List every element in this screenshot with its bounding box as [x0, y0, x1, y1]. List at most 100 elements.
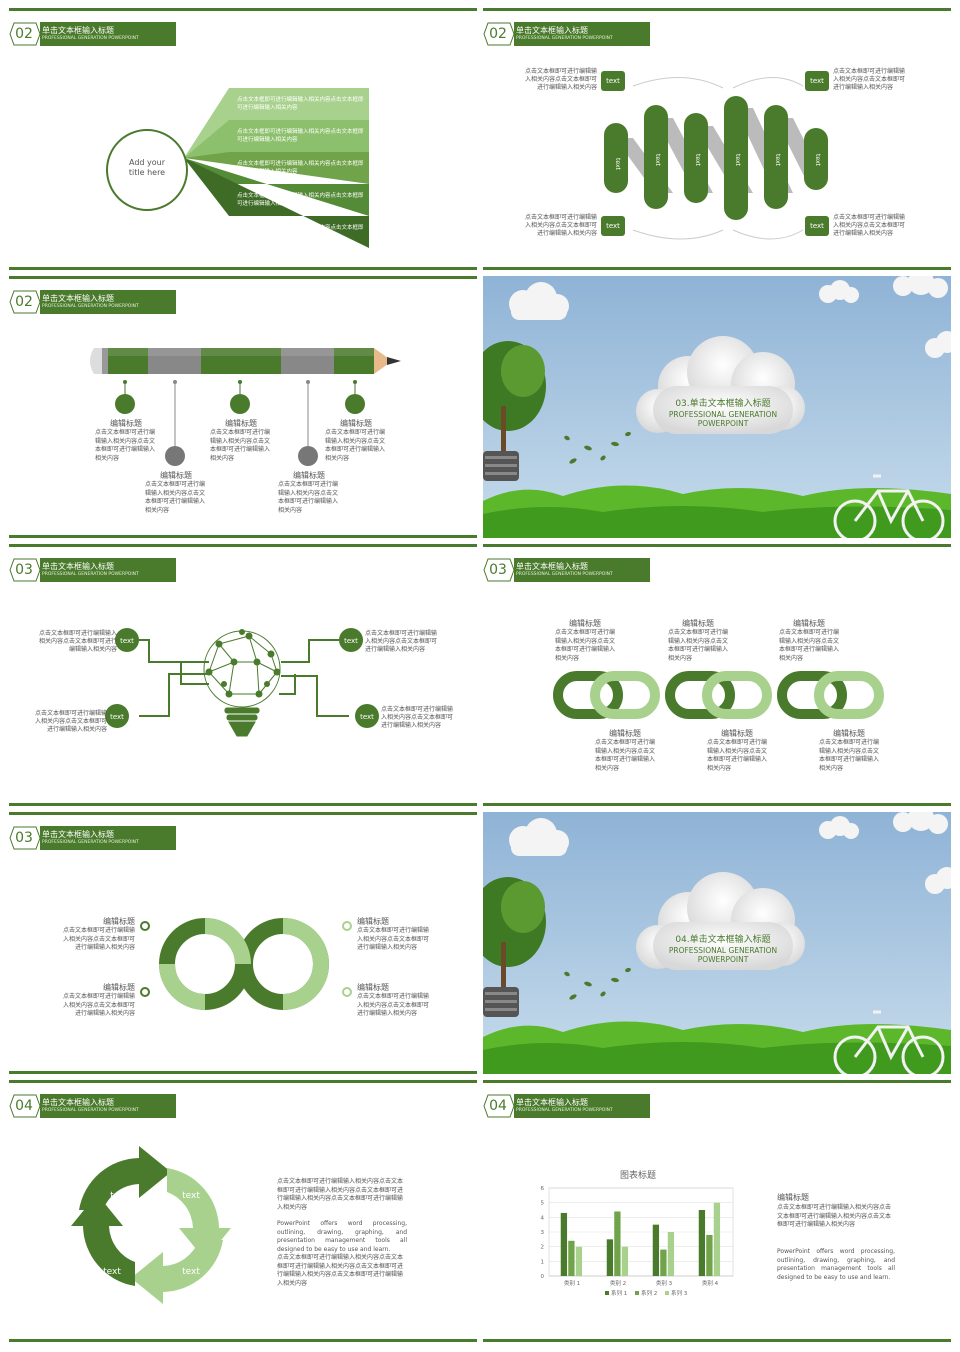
slide-header: 03 单击文本框输入标题 PROFESSIONAL GENERATION POW…	[9, 826, 179, 852]
node-label-1: text	[120, 637, 134, 645]
loop-item-3[interactable]: 编辑标题 点击文本框即可进行编辑输入相关内容点击文本框即可进行编辑输入相关内容	[357, 916, 431, 953]
body-paragraph-1[interactable]: 点击文本框即可进行编辑输入相关内容点击文本框即可进行编辑输入相关内容点击文本框即…	[277, 1178, 404, 1211]
chain-item-text: 点击文本框即可进行编辑输入相关内容点击文本框即可进行编辑输入相关内容	[779, 629, 840, 662]
bar	[660, 1249, 667, 1276]
loop-item-title: 编辑标题	[103, 983, 135, 992]
corner-text-tl[interactable]: 点击文本框即可进行编辑输入相关内容点击文本框即可进行编辑输入相关内容	[524, 68, 597, 91]
legend-swatch	[605, 1291, 609, 1295]
chain-item-6[interactable]: 编辑标题 点击文本框即可进行编辑输入相关内容点击文本框即可进行编辑输入相关内容	[819, 728, 879, 773]
section-number: 02	[15, 294, 33, 310]
side-english[interactable]: PowerPoint offers word processing, outli…	[777, 1248, 895, 1281]
bottom-rule	[483, 1339, 951, 1342]
chain-item-text: 点击文本框即可进行编辑输入相关内容点击文本框即可进行编辑输入相关内容	[668, 629, 729, 662]
side-title[interactable]: 编辑标题	[777, 1193, 809, 1202]
header-hexagon	[483, 1094, 515, 1118]
arrow-label-2: text	[182, 1191, 200, 1201]
header-title-box: 单击文本框输入标题 PROFESSIONAL GENERATION POWERP…	[40, 22, 176, 46]
y-tick-label: 3	[541, 1230, 545, 1236]
bar	[698, 1210, 706, 1276]
loop-item-1[interactable]: 编辑标题 点击文本框即可进行编辑输入相关内容点击文本框即可进行编辑输入相关内容	[61, 916, 135, 953]
header-title[interactable]: 单击文本框输入标题	[42, 1098, 114, 1107]
corner-box-bl[interactable]: text	[601, 216, 625, 236]
chain-item-2[interactable]: 编辑标题 点击文本框即可进行编辑输入相关内容点击文本框即可进行编辑输入相关内容	[668, 618, 728, 663]
loop-item-title: 编辑标题	[357, 983, 389, 992]
chain-item-1[interactable]: 编辑标题 点击文本框即可进行编辑输入相关内容点击文本框即可进行编辑输入相关内容	[555, 618, 615, 663]
arrow-label-4: text	[103, 1267, 121, 1277]
header-title[interactable]: 单击文本框输入标题	[516, 562, 588, 571]
header-title[interactable]: 单击文本框输入标题	[42, 26, 114, 35]
milestone-2[interactable]: 编辑标题 点击文本框即可进行编辑输入相关内容点击文本框即可进行编辑输入相关内容	[145, 470, 207, 515]
chain-item-5[interactable]: 编辑标题 点击文本框即可进行编辑输入相关内容点击文本框即可进行编辑输入相关内容	[707, 728, 767, 773]
title-cloud	[636, 336, 805, 434]
chain-item-4[interactable]: 编辑标题 点击文本框即可进行编辑输入相关内容点击文本框即可进行编辑输入相关内容	[595, 728, 655, 773]
milestone-3[interactable]: 编辑标题 点击文本框即可进行编辑输入相关内容点击文本框即可进行编辑输入相关内容	[210, 418, 272, 463]
funnel-row-1[interactable]: 点击文本框即可进行编辑输入相关内容点击文本框即可进行编辑输入相关内容	[237, 97, 364, 111]
corner-box-br[interactable]: text	[805, 216, 829, 236]
corner-text-tr[interactable]: 点击文本框即可进行编辑输入相关内容点击文本框即可进行编辑输入相关内容	[833, 68, 906, 91]
corner-text-bl[interactable]: 点击文本框即可进行编辑输入相关内容点击文本框即可进行编辑输入相关内容	[524, 214, 597, 237]
bar	[575, 1246, 583, 1276]
header-title-box: 单击文本框输入标题 PROFESSIONAL GENERATION POWERP…	[40, 290, 176, 314]
pencil-timeline	[90, 348, 401, 466]
loop-item-text: 点击文本框即可进行编辑输入相关内容点击文本框即可进行编辑输入相关内容	[357, 927, 430, 951]
header-hexagon	[483, 558, 515, 582]
milestone-1[interactable]: 编辑标题 点击文本框即可进行编辑输入相关内容点击文本框即可进行编辑输入相关内容	[95, 418, 157, 463]
milestone-title: 编辑标题	[225, 419, 257, 428]
bar	[560, 1212, 568, 1276]
circle-title[interactable]: Add your title here	[128, 158, 166, 177]
node-text-4[interactable]: 点击文本框即可进行编辑输入相关内容点击文本框即可进行编辑输入相关内容	[381, 706, 454, 729]
section-number: 03	[15, 830, 33, 846]
section-number: 03	[15, 562, 33, 578]
corner-box-tr[interactable]: text	[805, 71, 829, 91]
section-title[interactable]: 03.单击文本框输入标题	[675, 399, 771, 409]
bullet-dot	[140, 987, 150, 997]
body-paragraph-3[interactable]: 点击文本框即可进行编辑输入相关内容点击文本框即可进行编辑输入相关内容点击文本框即…	[277, 1254, 404, 1287]
funnel-row-3[interactable]: 点击文本框即可进行编辑输入相关内容点击文本框即可进行编辑输入相关内容	[237, 161, 364, 175]
header-title[interactable]: 单击文本框输入标题	[42, 562, 114, 571]
chart-title: 图表标题	[619, 1171, 656, 1181]
loop-item-4[interactable]: 编辑标题 点击文本框即可进行编辑输入相关内容点击文本框即可进行编辑输入相关内容	[357, 982, 431, 1019]
header-title-box: 单击文本框输入标题 PROFESSIONAL GENERATION POWERP…	[40, 1094, 176, 1118]
funnel-row-4[interactable]: 点击文本框即可进行编辑输入相关内容点击文本框即可进行编辑输入相关内容	[237, 193, 364, 207]
funnel-row-5[interactable]: 点击文本框即可进行编辑输入相关内容点击文本框即可进行编辑输入相关内容	[237, 225, 364, 239]
header-title[interactable]: 单击文本框输入标题	[516, 26, 588, 35]
header-title[interactable]: 单击文本框输入标题	[42, 830, 114, 839]
corner-label: text	[810, 222, 824, 230]
plot-frame	[548, 1187, 734, 1277]
header-title[interactable]: 单击文本框输入标题	[42, 294, 114, 303]
node-text-3[interactable]: 点击文本框即可进行编辑输入相关内容点击文本框即可进行编辑输入相关内容	[365, 630, 438, 653]
node-text-2[interactable]: 点击文本框即可进行编辑输入相关内容点击文本框即可进行编辑输入相关内容	[34, 710, 107, 733]
funnel-row-2[interactable]: 点击文本框即可进行编辑输入相关内容点击文本框即可进行编辑输入相关内容	[237, 129, 364, 143]
header-title[interactable]: 单击文本框输入标题	[516, 1098, 588, 1107]
section-title[interactable]: 04.单击文本框输入标题	[675, 935, 771, 945]
bicycle-icon	[833, 474, 945, 538]
body-paragraph-2[interactable]: PowerPoint offers word processing, outli…	[277, 1220, 407, 1253]
loop-item-title: 编辑标题	[357, 917, 389, 926]
loop-item-text: 点击文本框即可进行编辑输入相关内容点击文本框即可进行编辑输入相关内容	[62, 927, 135, 951]
legend-label: 系列 3	[671, 1289, 688, 1297]
loop-item-2[interactable]: 编辑标题 点击文本框即可进行编辑输入相关内容点击文本框即可进行编辑输入相关内容	[61, 982, 135, 1019]
cloud-small-3	[893, 812, 948, 834]
header-subtitle: PROFESSIONAL GENERATION POWERPOINT	[516, 36, 613, 41]
section-subtitle-1: PROFESSIONAL GENERATION	[668, 410, 778, 419]
legend-swatch	[635, 1291, 639, 1295]
chain-item-3[interactable]: 编辑标题 点击文本框即可进行编辑输入相关内容点击文本框即可进行编辑输入相关内容	[779, 618, 839, 663]
bar-label-2: text	[654, 154, 661, 166]
corner-label: text	[606, 77, 620, 85]
section-subtitle-2: POWERPOINT	[697, 955, 749, 964]
legend-swatch	[665, 1291, 669, 1295]
milestone-5[interactable]: 编辑标题 点击文本框即可进行编辑输入相关内容点击文本框即可进行编辑输入相关内容	[325, 418, 387, 463]
section-number: 02	[15, 26, 33, 42]
slide-header: 04 单击文本框输入标题 PROFESSIONAL GENERATION POW…	[483, 1094, 653, 1120]
side-text[interactable]: 点击文本框即可进行编辑输入相关内容点击文本框即可进行编辑输入相关内容点击文本框即…	[777, 1204, 892, 1228]
bar-label-3: text	[694, 154, 701, 166]
corner-text-br[interactable]: 点击文本框即可进行编辑输入相关内容点击文本框即可进行编辑输入相关内容	[833, 214, 906, 237]
section-subtitle-2: POWERPOINT	[697, 419, 749, 428]
corner-box-tl[interactable]: text	[601, 71, 625, 91]
milestone-text: 点击文本框即可进行编辑输入相关内容点击文本框即可进行编辑输入相关内容	[325, 429, 386, 462]
leaves	[564, 431, 631, 464]
node-text-1[interactable]: 点击文本框即可进行编辑输入相关内容点击文本框即可进行编辑输入相关内容	[39, 630, 118, 653]
tree-bulb	[483, 877, 546, 1017]
bar-label-5: text	[774, 154, 781, 166]
milestone-4[interactable]: 编辑标题 点击文本框即可进行编辑输入相关内容点击文本框即可进行编辑输入相关内容	[278, 470, 340, 515]
